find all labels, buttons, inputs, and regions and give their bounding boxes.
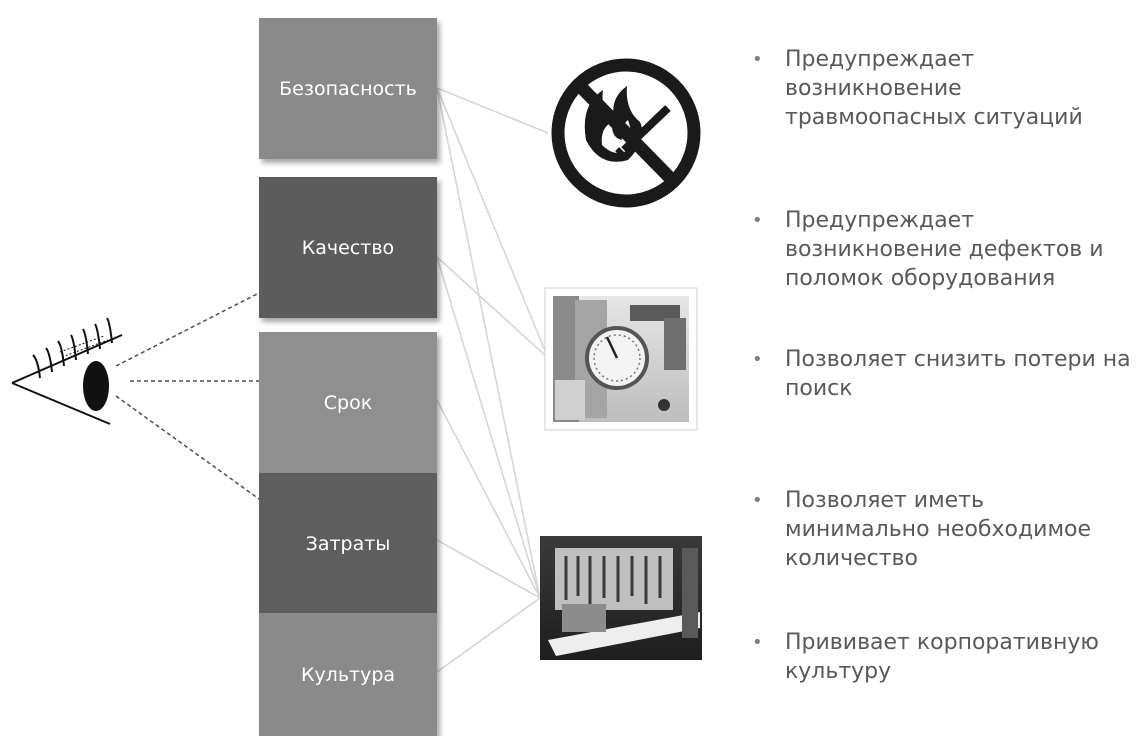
connector-line [436, 597, 541, 673]
bullet-dot: • [752, 210, 763, 231]
no-fire-sign-icon [551, 58, 701, 208]
benefit-text: Прививает корпоративную культуру [785, 630, 1099, 684]
sight-line [115, 395, 260, 500]
category-label: Качество [301, 236, 395, 259]
connector-line [436, 399, 541, 599]
sight-lines [115, 292, 260, 500]
benefit-text: Предупреждает возникновение дефектов и п… [785, 208, 1104, 291]
category-box-quality: Качество [259, 177, 437, 318]
benefit-list: • Предупреждает возникновение травмоопас… [752, 0, 1139, 736]
category-label: Безопасность [279, 77, 417, 100]
connector-line [436, 87, 541, 599]
eye-icon [11, 317, 123, 425]
bullet-dot: • [752, 349, 763, 370]
category-box-costs: Затраты [259, 473, 437, 614]
category-label: Культура [300, 663, 396, 686]
benefit-text: Предупреждает возникновение травмоопасны… [785, 47, 1083, 130]
connector-line [436, 256, 549, 359]
connector-line [436, 87, 549, 359]
category-box-deadline: Срок [259, 332, 437, 473]
category-box-culture: Культура [259, 613, 437, 736]
category-label: Затраты [305, 532, 391, 555]
category-label: Срок [323, 391, 373, 414]
connector-line [436, 256, 541, 599]
connector-line [436, 87, 549, 134]
bullet-dot: • [752, 49, 763, 70]
connector-lines [436, 87, 549, 673]
connector-line [436, 539, 541, 599]
bullet-dot: • [752, 632, 763, 653]
benefit-text: Позволяет иметь минимально необходимое к… [785, 488, 1092, 571]
tool-wall-workbench-photo [540, 536, 702, 660]
benefit-text: Позволяет снизить потери на поиск [785, 347, 1131, 401]
pressure-gauge-photo [544, 287, 698, 431]
category-box-safety: Безопасность [259, 18, 437, 159]
bullet-dot: • [752, 490, 763, 511]
sight-line [115, 292, 260, 367]
